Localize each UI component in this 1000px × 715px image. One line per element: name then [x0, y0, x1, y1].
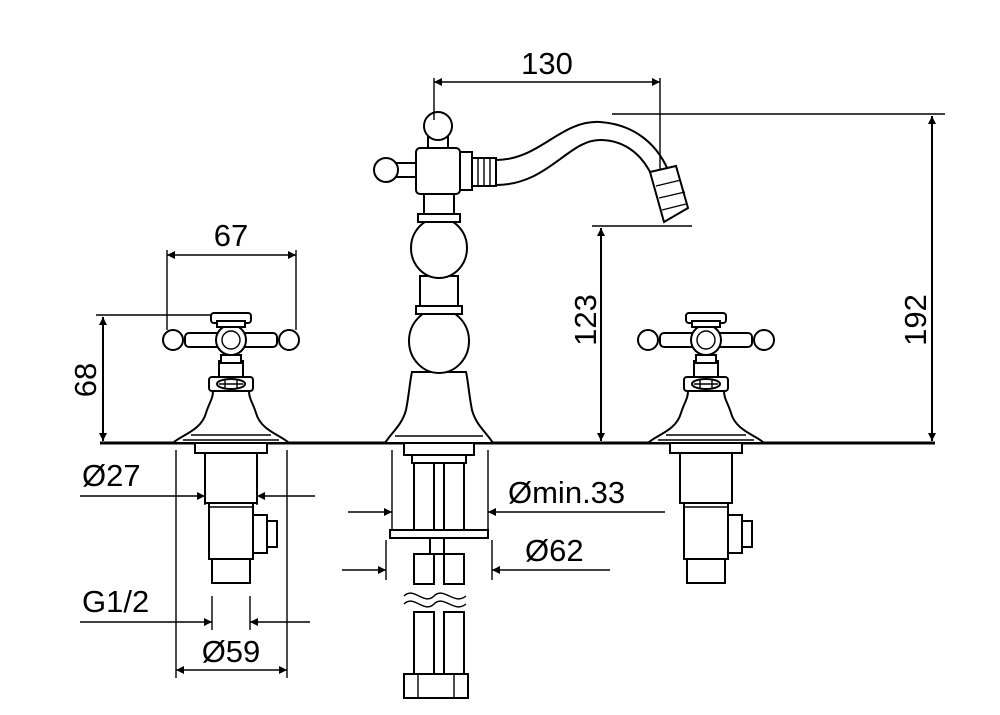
- label-192: 192: [898, 294, 933, 346]
- dim-flange-diameter: Ø59: [175, 450, 288, 678]
- dim-handle-height: 68: [68, 314, 212, 441]
- dim-min-hole: Ømin.33: [348, 450, 665, 530]
- label-diam59: Ø59: [202, 634, 261, 669]
- label-diam27: Ø27: [82, 458, 141, 493]
- dim-base-diameter: Ø62: [342, 533, 610, 580]
- label-67: 67: [214, 218, 248, 253]
- spout-body: [373, 111, 690, 444]
- left-handle-valve: [162, 312, 300, 584]
- dim-handle-span: 67: [166, 218, 297, 330]
- dim-spout-reach: 130: [433, 46, 661, 170]
- label-123: 123: [568, 294, 603, 346]
- label-130: 130: [521, 46, 573, 81]
- dim-valve-diameter: Ø27: [80, 458, 315, 505]
- label-min33: Ømin.33: [508, 475, 625, 510]
- label-g12: G1/2: [82, 584, 149, 619]
- label-68: 68: [68, 363, 103, 397]
- label-diam62: Ø62: [525, 533, 584, 568]
- dim-spout-height: 123: [568, 225, 692, 441]
- spout-shank: [389, 442, 489, 699]
- right-handle-valve: [637, 312, 775, 584]
- dim-overall-height: 192: [612, 113, 945, 441]
- dim-thread: G1/2: [80, 584, 310, 630]
